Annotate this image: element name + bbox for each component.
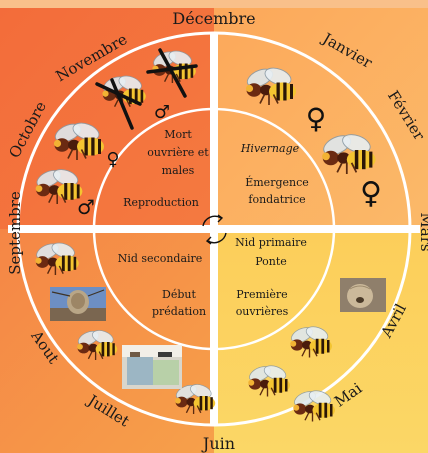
month-juin: Juin (201, 434, 235, 453)
month-mars: Mars (417, 212, 428, 251)
phase-emergence-line2: fondatrice (248, 193, 305, 206)
female-symbol: ♀ (306, 102, 327, 135)
phase-reproduction: Reproduction (123, 196, 199, 209)
phase-mort-line3: males (162, 164, 195, 177)
phase-premieres-line2: ouvrières (236, 305, 289, 318)
phase-debut-line1: Début (162, 288, 196, 301)
cycle-arrows-icon (202, 214, 227, 245)
top-strip (0, 0, 428, 8)
cross-mark-icon (95, 48, 198, 130)
phase-ponte: Ponte (255, 255, 287, 268)
female-symbol: ♀ (106, 149, 119, 170)
male-symbol: ♂ (77, 195, 95, 219)
phase-premieres-line1: Première (236, 288, 287, 301)
female-symbol: ♀ (360, 176, 382, 211)
male-symbol: ♂ (154, 102, 170, 123)
phase-mort-line1: Mort (164, 128, 192, 141)
trap-photo (122, 345, 182, 389)
phase-mort-line2: ouvrière et (147, 146, 209, 159)
month-decembre: Décembre (172, 9, 255, 28)
phase-nid-secondaire: Nid secondaire (118, 252, 203, 265)
nest-photo (50, 287, 106, 321)
month-septembre: Septembre (6, 191, 24, 275)
phase-nid-primaire: Nid primaire (235, 236, 307, 249)
phase-debut-line2: prédation (152, 305, 206, 318)
phase-emergence-line1: Émergence (245, 175, 309, 189)
primary-nest-photo (340, 278, 386, 312)
phase-hivernage: Hivernage (240, 142, 300, 155)
